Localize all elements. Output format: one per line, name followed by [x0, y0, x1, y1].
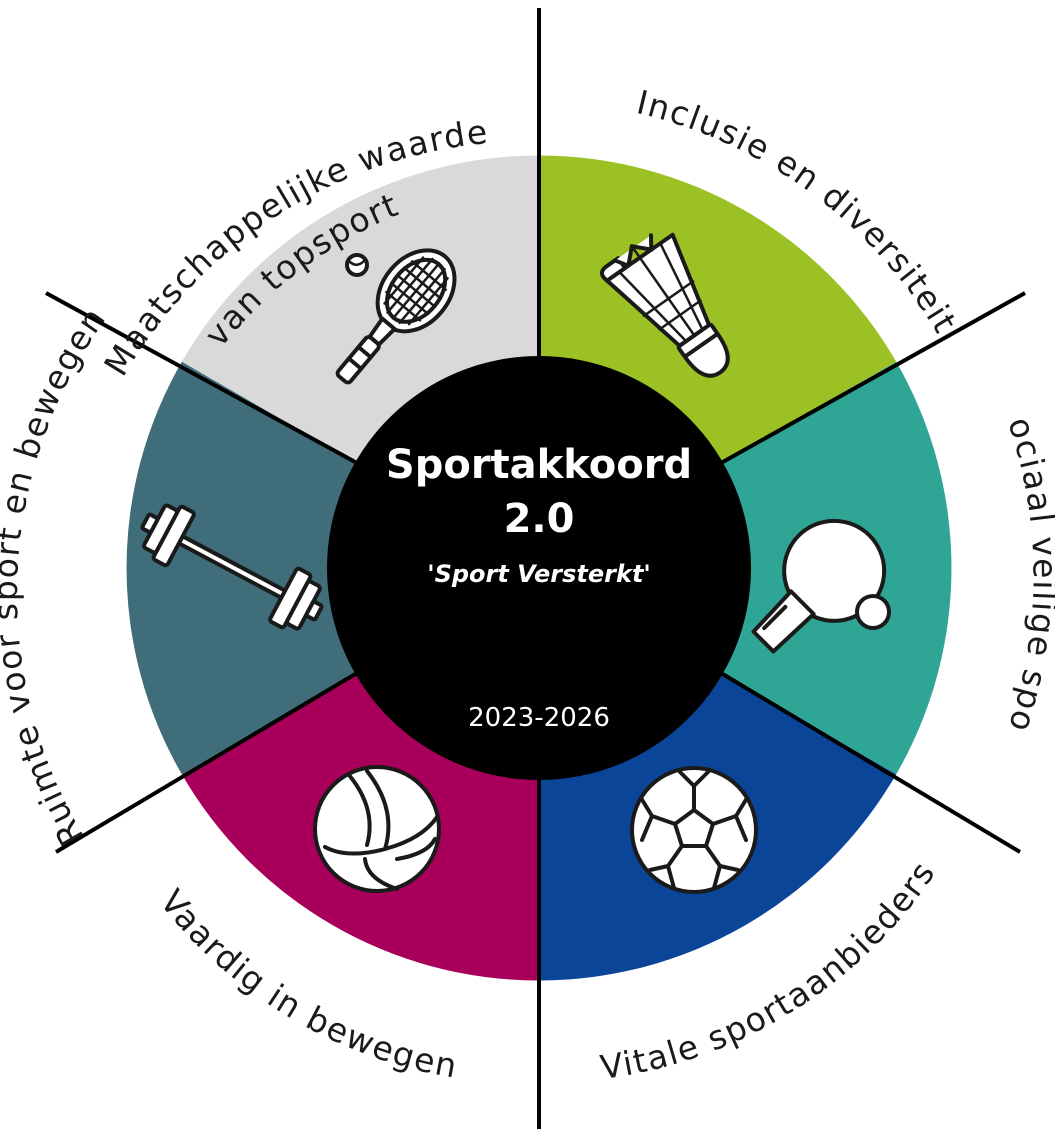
shuttlecock-icon	[599, 232, 730, 378]
dumbbell-icon	[140, 503, 324, 631]
center-title-line2: 2.0	[504, 496, 575, 542]
ping-pong-paddle-icon	[751, 518, 891, 654]
divider-lines	[45, 8, 1026, 1129]
tennis-racket-icon	[335, 248, 457, 385]
divider-lower-left	[54, 671, 359, 854]
soccer-ball-icon	[630, 766, 758, 894]
divider-upper-right	[720, 291, 1026, 465]
label-ruimte: Ruimte voor sport en bewegen	[0, 299, 114, 852]
divider-upper-left	[45, 291, 358, 465]
center-subtitle: 'Sport Versterkt'	[427, 560, 651, 588]
divider-lower-right	[719, 671, 1022, 854]
volleyball-icon	[313, 765, 441, 893]
center-badge: Sportakkoord 2.0 'Sport Versterkt' 2023-…	[327, 356, 751, 780]
center-years: 2023-2026	[468, 703, 610, 733]
center-title-line1: Sportakkoord	[386, 442, 692, 488]
